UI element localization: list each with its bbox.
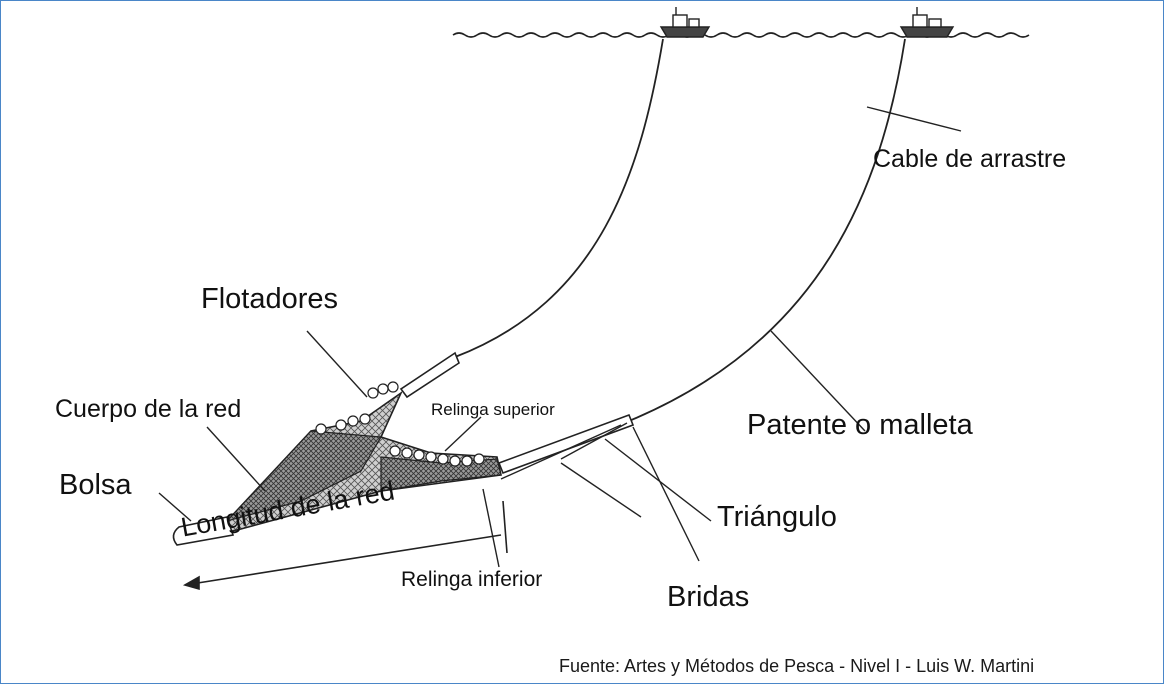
label-cable-de-arrastre: Cable de arrastre: [873, 145, 1067, 173]
label-cuerpo-de-la-red: Cuerpo de la red: [55, 395, 242, 423]
warp-right: [628, 38, 906, 422]
label-bridas: Bridas: [667, 581, 750, 613]
label-flotadores: Flotadores: [201, 283, 339, 315]
label-relinga-inferior: Relinga inferior: [401, 568, 543, 591]
label-bolsa: Bolsa: [59, 469, 132, 501]
length-dimension-arrow: [182, 500, 508, 591]
source-caption: Fuente: Artes y Métodos de Pesca - Nivel…: [559, 656, 1035, 676]
label-triangulo: Triángulo: [717, 501, 837, 533]
leader-lines: [158, 106, 962, 568]
codend: [172, 516, 235, 546]
floats: [315, 381, 485, 467]
label-relinga-superior: Relinga superior: [431, 400, 555, 419]
warp-left: [454, 38, 664, 358]
boat-left-icon: [659, 7, 711, 38]
boat-right-icon: [899, 7, 955, 38]
label-patente-o-malleta: Patente o malleta: [747, 409, 973, 441]
